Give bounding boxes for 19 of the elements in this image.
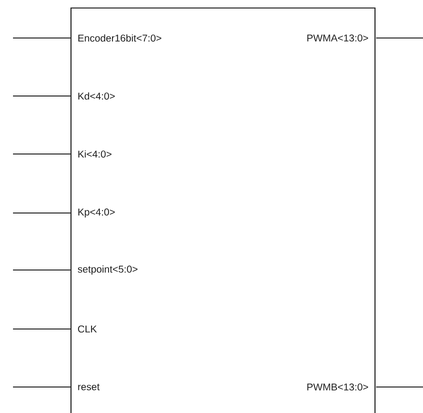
pin-label: Ki<4:0>: [78, 150, 112, 158]
pin-line: [13, 37, 71, 39]
pin-line: [13, 95, 71, 97]
pin-line: [13, 153, 71, 155]
pin-line: [13, 386, 71, 388]
block-symbol: [70, 7, 376, 413]
pin-line: [13, 212, 71, 214]
pin-line: [13, 269, 71, 271]
pin-line: [376, 37, 423, 39]
pin-label: reset: [78, 384, 100, 390]
pin-label: PWMB<13:0>: [307, 383, 368, 391]
pin-line: [13, 328, 71, 330]
pin-label: Kp<4:0>: [78, 208, 115, 218]
pin-label: CLK: [78, 325, 97, 333]
pin-label: Encoder16bit<7:0>: [78, 34, 162, 42]
pin-line: [376, 386, 423, 388]
pin-label: setpoint<5:0>: [78, 265, 138, 275]
pin-label: Kd<4:0>: [78, 92, 115, 100]
pin-label: PWMA<13:0>: [307, 34, 368, 42]
